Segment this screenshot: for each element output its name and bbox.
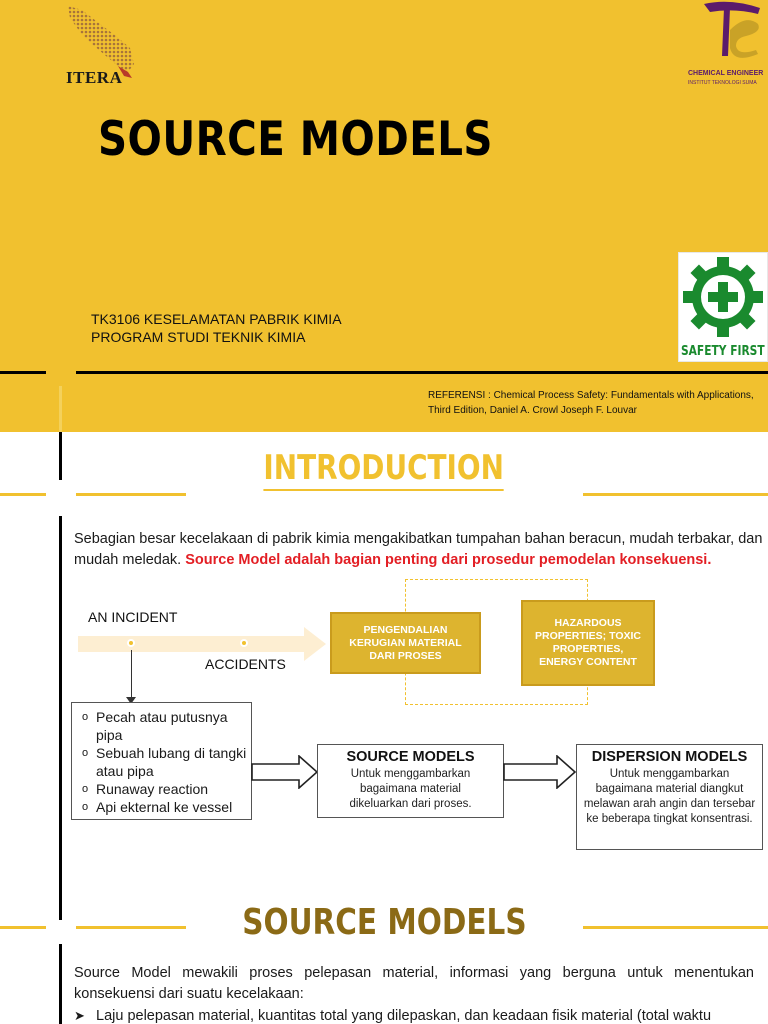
introduction-paragraph-plain: Sebagian besar kecelakaan di pabrik kimi… xyxy=(74,531,763,568)
incident-down-arrowhead-icon xyxy=(126,697,136,704)
list-item: Runaway reaction xyxy=(82,780,247,798)
divider-vertical xyxy=(59,386,62,432)
hazardous-properties-box: HAZARDOUS PROPERTIES; TOXIC PROPERTIES, … xyxy=(521,600,655,686)
source-models-bullet-text: Laju pelepasan material, kuantitas total… xyxy=(96,1008,712,1024)
source-models-paragraph: Source Model mewakili proses pelepasan m… xyxy=(74,965,754,1002)
reference-line-1: REFERENSI : Chemical Process Safety: Fun… xyxy=(428,390,754,401)
hazardous-properties-box-text: HAZARDOUS PROPERTIES; TOXIC PROPERTIES, … xyxy=(535,617,641,668)
reference-text: REFERENSI : Chemical Process Safety: Fun… xyxy=(428,388,754,418)
source-models-box-description: Untuk menggambarkan bagaimana material d… xyxy=(349,768,472,810)
left-vertical-bar-top xyxy=(59,880,62,920)
incident-causes-list: Pecah atau putusnya pipa Sebuah lubang d… xyxy=(71,702,252,820)
accent-line-right xyxy=(583,493,768,496)
department-subtitle: INSTITUT TEKNOLOGI SUMA xyxy=(688,80,757,86)
dispersion-models-box-heading: DISPERSION MODELS xyxy=(591,749,748,765)
accent-line-left xyxy=(76,493,186,496)
introduction-title: INTRODUCTION xyxy=(0,448,768,491)
incident-label: AN INCIDENT xyxy=(88,609,178,625)
accidents-label: ACCIDENTS xyxy=(205,656,286,672)
arrow-bullet-icon: ➤ xyxy=(74,1008,85,1023)
list-item: Pecah atau putusnya pipa xyxy=(82,708,247,744)
source-models-slide: SOURCE MODELS Source Model mewakili pros… xyxy=(0,880,768,1024)
cover-slide: ITERA SOURCE MODELS CHEMICAL ENGINEER IN… xyxy=(0,0,768,432)
causes-to-source-arrow-icon xyxy=(251,755,319,789)
safety-first-badge: SAFETY FIRST xyxy=(678,252,768,362)
list-item: Api ekternal ke vessel xyxy=(82,798,247,816)
incident-flow-arrow-icon xyxy=(78,627,326,661)
itera-logo-icon xyxy=(68,6,134,78)
divider-line-left xyxy=(0,371,46,374)
reference-line-2: Third Edition, Daniel A. Crowl Joseph F.… xyxy=(428,405,637,416)
accent-line-left-edge xyxy=(0,493,46,496)
course-info: TK3106 KESELAMATAN PABRIK KIMIA PROGRAM … xyxy=(91,310,342,346)
safety-first-text: SAFETY FIRST xyxy=(681,344,765,359)
left-vertical-bar-top xyxy=(59,432,62,480)
itera-logo-text: ITERA xyxy=(66,68,123,87)
left-vertical-bar xyxy=(59,516,62,880)
source-models-bullet: ➤ Laju pelepasan material, kuantitas tota… xyxy=(74,1005,754,1024)
accent-line-left xyxy=(76,926,186,929)
source-models-section-title: SOURCE MODELS xyxy=(0,902,768,943)
list-item: Sebuah lubang di tangki atau pipa xyxy=(82,744,247,780)
accent-line-right xyxy=(583,926,768,929)
department-title: CHEMICAL ENGINEER xyxy=(688,70,764,77)
introduction-paragraph: Sebagian besar kecelakaan di pabrik kimi… xyxy=(74,529,764,571)
accent-line-left-edge xyxy=(0,926,46,929)
course-code-line: TK3106 KESELAMATAN PABRIK KIMIA xyxy=(91,311,342,327)
study-program-line: PROGRAM STUDI TEKNIK KIMIA xyxy=(91,329,306,345)
left-vertical-bar xyxy=(59,944,62,1024)
pengendalian-box: PENGENDALIAN KERUGIAN MATERIAL DARI PROS… xyxy=(330,612,481,674)
source-models-box-heading: SOURCE MODELS xyxy=(346,749,475,765)
dispersion-models-box: DISPERSION MODELS Untuk menggambarkan ba… xyxy=(576,744,763,850)
introduction-slide: INTRODUCTION Sebagian besar kecelakaan d… xyxy=(0,432,768,880)
source-models-box: SOURCE MODELS Untuk menggambarkan bagaim… xyxy=(317,744,504,818)
safety-gear-cross-icon xyxy=(683,257,763,337)
source-to-dispersion-arrow-icon xyxy=(503,755,577,789)
divider-line-right xyxy=(76,371,768,374)
cover-title: SOURCE MODELS xyxy=(98,112,493,167)
introduction-title-text: INTRODUCTION xyxy=(263,448,505,491)
dispersion-models-box-description: Untuk menggambarkan bagaimana material d… xyxy=(583,768,756,825)
pengendalian-box-text: PENGENDALIAN KERUGIAN MATERIAL DARI PROS… xyxy=(349,623,462,662)
accidents-dot xyxy=(240,639,248,647)
introduction-paragraph-highlight: Source Model adalah bagian penting dari … xyxy=(185,552,712,568)
incident-dot xyxy=(127,639,135,647)
incident-down-connector xyxy=(131,650,132,700)
chemical-engineering-logo-icon xyxy=(704,1,760,58)
source-models-section-title-text: SOURCE MODELS xyxy=(241,902,527,943)
